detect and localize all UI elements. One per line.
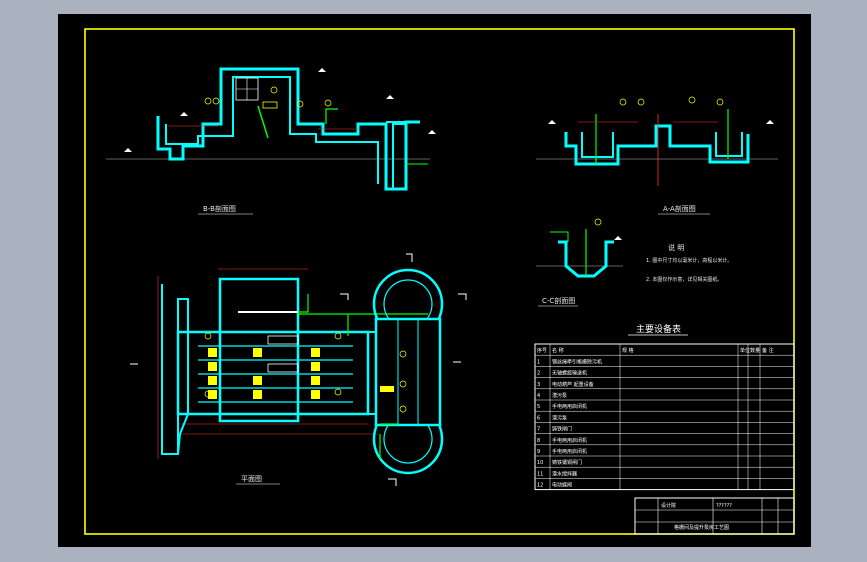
equipment-table-title: 主要设备表 <box>636 323 681 335</box>
table-cell: 电动葫芦 起重设备 <box>552 381 594 388</box>
table-cell: 电动蝶阀 <box>552 482 572 489</box>
table-cell: 铸铁闸门 <box>552 426 572 433</box>
plan-drawing <box>130 253 467 486</box>
table-header-cell: 数量 <box>750 347 760 354</box>
table-cell: 手电两用启闭机 <box>552 448 587 455</box>
table-cell: 7 <box>537 427 540 433</box>
section-aa-drawing <box>536 96 778 186</box>
notes-title: 说 明 <box>668 243 684 252</box>
plan-label: 平面图 <box>241 475 262 483</box>
notes-line-1: 1. 图中尺寸均以毫米计，高程以米计。 <box>646 257 732 264</box>
table-cell: 铸铁镶铜闸门 <box>552 459 582 466</box>
table-cell: 9 <box>537 449 540 455</box>
table-cell: 钢丝绳牵引格栅除污机 <box>552 358 602 365</box>
title-block-drawing-no: ?????? <box>716 503 732 509</box>
table-header-cell: 备 注 <box>762 347 774 354</box>
title-block: 设计院 ?????? 格栅间及提升泵房工艺图 <box>634 497 795 535</box>
section-cc-label: C-C剖面图 <box>542 296 575 305</box>
title-block-project: 格栅间及提升泵房工艺图 <box>674 524 729 531</box>
table-cell: 3 <box>537 382 540 388</box>
table-header-cell: 单位 <box>740 347 750 354</box>
table-cell: 无轴螺旋输送机 <box>552 370 587 377</box>
table-cell: 12 <box>537 483 543 489</box>
drawing-sheet: B-B剖面图 A-A剖面图 C-C剖面图 说 明 1. 图中尺寸均以毫米计，高程… <box>58 14 811 547</box>
table-cell: 手电两用启闭机 <box>552 437 587 444</box>
table-cell: 1 <box>537 359 540 365</box>
title-block-company: 设计院 <box>661 502 676 509</box>
table-header-cell: 名 称 <box>552 347 564 354</box>
table-cell: 2 <box>537 371 540 377</box>
section-aa-label: A-A剖面图 <box>663 204 696 213</box>
table-cell: 潜污泵 <box>552 414 567 421</box>
table-header-cell: 序号 <box>537 347 547 354</box>
table-header-cell: 规 格 <box>622 347 634 354</box>
table-cell: 10 <box>537 460 543 466</box>
cad-drawing: B-B剖面图 A-A剖面图 C-C剖面图 说 明 1. 图中尺寸均以毫米计，高程… <box>84 28 795 535</box>
section-bb-drawing <box>106 67 436 191</box>
table-cell: 5 <box>537 404 540 410</box>
table-cell: 潜水搅拌器 <box>552 470 577 477</box>
sheet-border <box>84 28 795 535</box>
table-cell: 11 <box>537 471 543 477</box>
table-cell: 手电两用启闭机 <box>552 403 587 410</box>
table-cell: 6 <box>537 415 540 421</box>
table-cell: 4 <box>537 393 540 399</box>
section-bb-label: B-B剖面图 <box>203 204 236 213</box>
notes-line-2: 2. 本图仅作示意，详见相关图纸。 <box>646 276 722 283</box>
table-cell: 8 <box>537 438 540 444</box>
table-cell: 潜污泵 <box>552 392 567 399</box>
section-cc-drawing <box>536 218 623 278</box>
equipment-table: 序号名 称 规 格 单位数量备 注 1 钢丝绳牵引格栅除污机 2 无轴螺旋输送机 3 电动葫芦 … <box>534 343 795 491</box>
